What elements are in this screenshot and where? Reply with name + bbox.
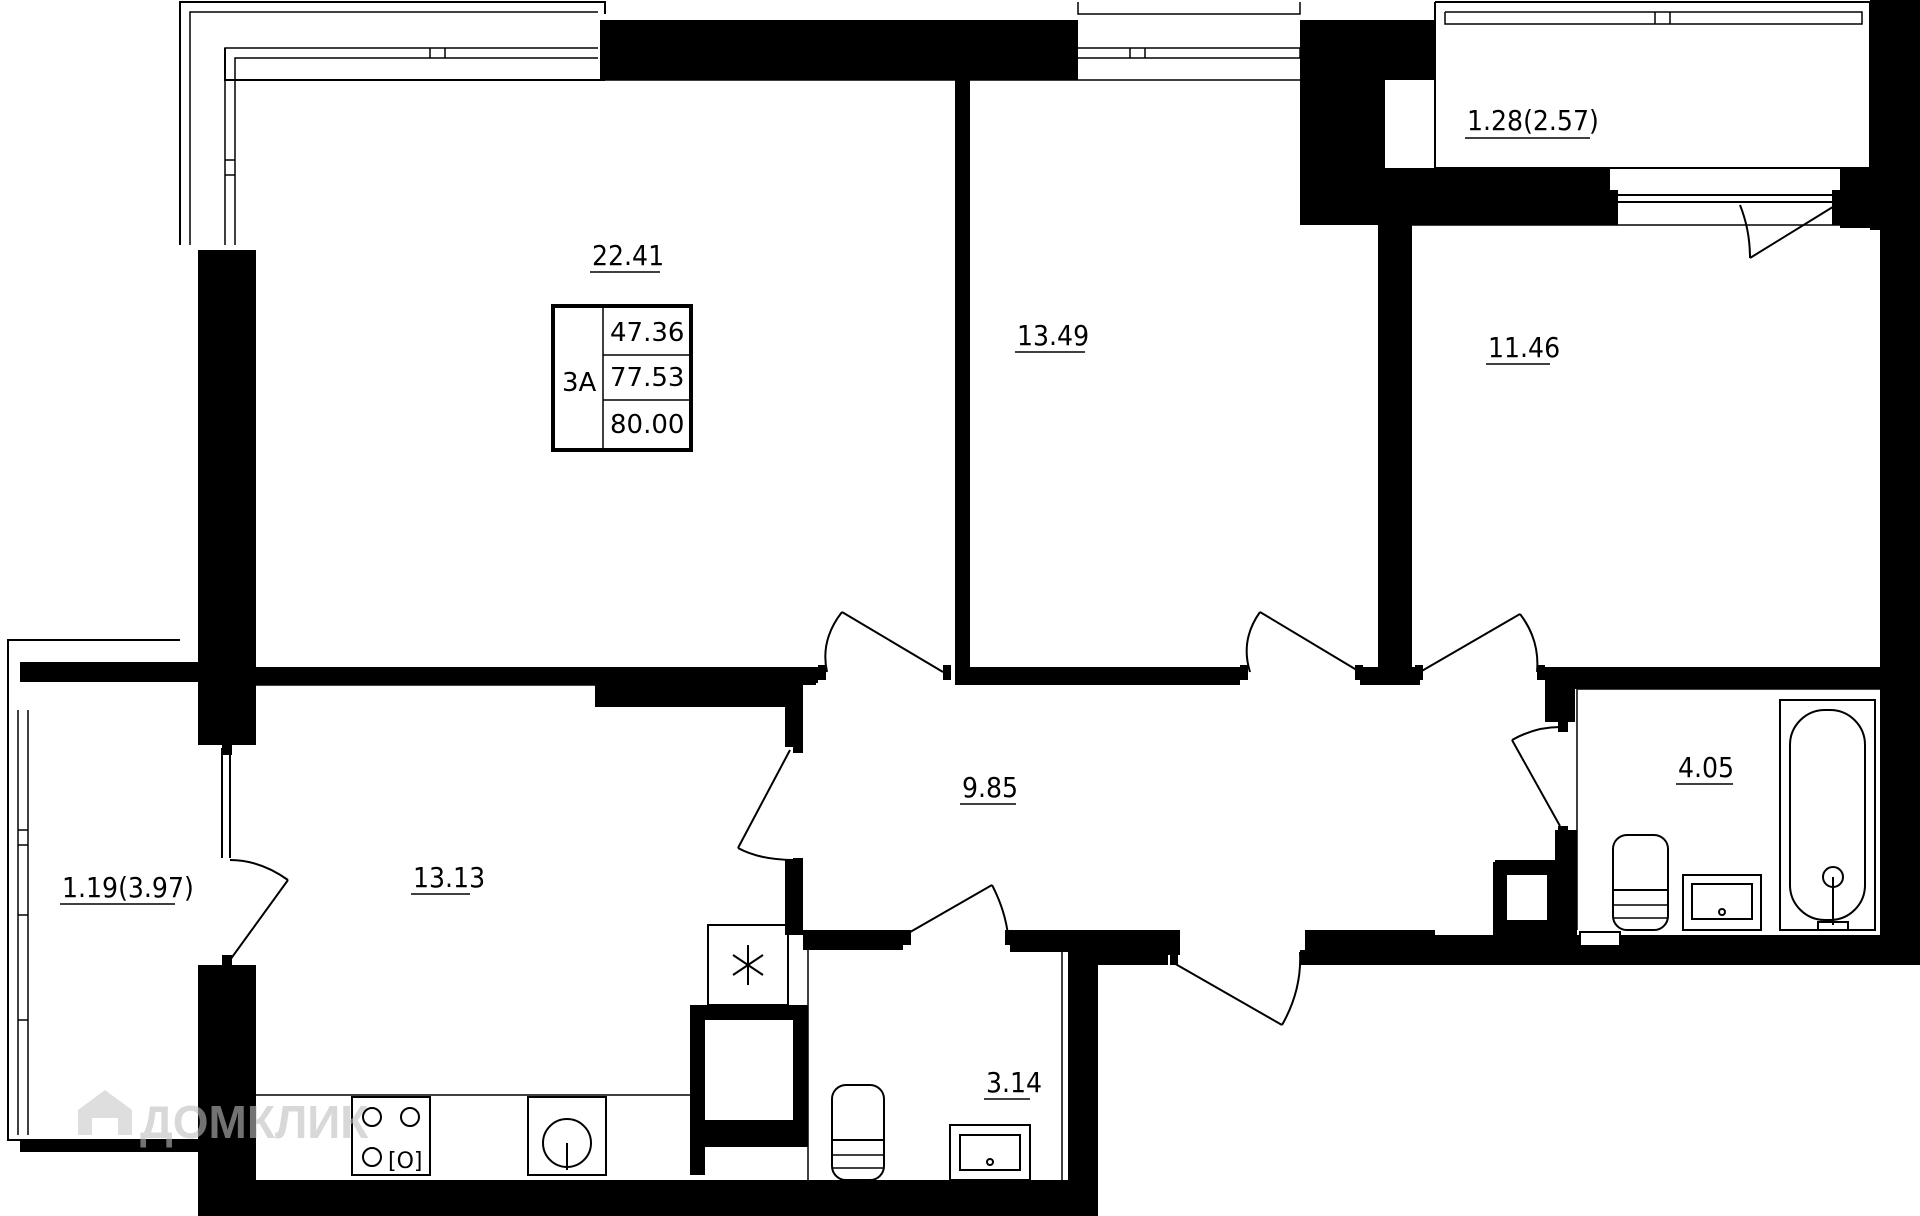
total-area-value: 77.53	[610, 363, 684, 393]
door-bedroom-top-right	[1610, 190, 1840, 259]
room-area-toilet: 3.14	[986, 1066, 1042, 1099]
svg-text:[O]: [O]	[388, 1149, 422, 1174]
door-living	[818, 611, 951, 680]
door-bedroom-center	[1240, 611, 1363, 680]
sink-toilet-icon	[949, 1124, 1031, 1181]
room-area-hallway: 9.85	[962, 771, 1018, 804]
shaft-niche	[705, 1147, 793, 1180]
room-area-living: 22.41	[592, 239, 664, 272]
bathtub-icon	[1779, 699, 1876, 931]
watermark-house-icon	[78, 1090, 132, 1135]
inner-lines	[256, 79, 1880, 1180]
watermark: ДОМКЛИК	[78, 1090, 369, 1148]
door-kitchen	[737, 745, 803, 866]
door-balcony-left	[221, 745, 289, 965]
walls	[20, 0, 1920, 1216]
window-top-center	[1077, 2, 1301, 59]
fridge-niche	[705, 1020, 793, 1120]
watermark-text: ДОМКЛИК	[140, 1096, 369, 1148]
toilet-icon-bath	[1612, 834, 1669, 931]
area-with-balconies-value: 80.00	[610, 410, 684, 440]
room-area-balcony-left: 1.19(3.97)	[62, 871, 194, 904]
unit-type-label: 3А	[562, 368, 597, 398]
room-area-bedroom-center: 13.49	[1017, 319, 1089, 352]
sink-bath-icon	[1682, 874, 1762, 931]
room-area-kitchen: 13.13	[413, 861, 485, 894]
room-area-bedroom-right: 11.46	[1488, 331, 1560, 364]
stove-icon: [O]	[351, 1096, 431, 1176]
ventilation-icon	[707, 924, 789, 1006]
door-bathroom	[1511, 722, 1568, 836]
sink-kitchen-icon	[527, 1096, 607, 1176]
door-entrance	[1170, 950, 1308, 1026]
door-toilet	[903, 884, 1013, 945]
balcony-outline-top-right	[1434, 1, 1871, 169]
room-labels: 22.41 13.49 11.46 1.28(2.57) 1.19(3.97) …	[60, 104, 1734, 1100]
unit-summary: 3А 47.36 77.53 80.00	[551, 304, 693, 452]
balcony-outline-top-left	[179, 1, 606, 245]
vent-grille	[1579, 931, 1621, 947]
living-area-value: 47.36	[610, 318, 684, 348]
room-area-bathroom: 4.05	[1678, 751, 1734, 784]
room-area-balcony-top: 1.28(2.57)	[1467, 104, 1599, 137]
door-bedroom-right	[1415, 613, 1545, 680]
vent-shaft	[1507, 875, 1547, 920]
toilet-icon-wc	[831, 1084, 885, 1181]
